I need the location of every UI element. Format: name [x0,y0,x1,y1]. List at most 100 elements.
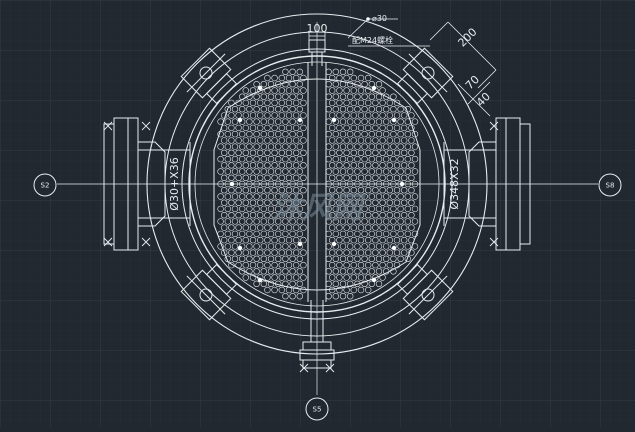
tube-hole [390,193,397,200]
tube-hole [242,112,250,119]
left-nozzle-dimension-text: Ø30+X36 [168,157,181,210]
tube-hole [390,268,397,275]
tube-hole [285,224,293,231]
tube-hole [365,199,372,206]
tube-hole [325,168,332,175]
tube-hole [260,93,267,100]
tube-hole [293,74,300,82]
tube-hole [397,255,404,262]
tube-hole [235,212,242,219]
tube-hole [343,124,350,132]
tube-hole [264,112,271,119]
tube-hole [278,286,285,294]
tube-hole [401,137,408,144]
tube-hole [379,249,386,256]
tube-hole [271,124,278,132]
tube-hole [300,212,307,219]
tube-hole [375,80,383,88]
tube-hole [296,205,303,213]
tube-hole [361,280,368,287]
right-nozzle [443,117,531,251]
tube-hole [278,274,285,281]
tube-hole [217,130,224,138]
tube-hole [228,174,235,182]
tube-hole [275,130,282,138]
tube-hole [246,268,253,275]
tube-hole [224,168,232,175]
tube-hole [347,168,354,175]
tube-hole [365,212,372,219]
tube-hole [365,137,372,144]
tube-hole [365,99,372,107]
tube-hole [271,74,278,82]
tube-hole [404,218,411,225]
tube-hole [278,236,285,244]
tube-hole [411,180,419,188]
tube-hole [264,124,271,132]
tube-hole [354,243,361,250]
tube-hole [278,174,285,182]
tube-hole [293,174,300,182]
tube-hole [372,187,379,194]
tube-hole [361,230,368,238]
tube-hole [242,224,250,231]
tube-hole [325,155,332,163]
tube-hole [401,162,408,169]
tube-hole [296,280,303,287]
tube-hole [386,212,393,219]
tube-hole [278,112,285,119]
tube-hole [275,118,282,125]
tube-hole [300,249,307,256]
tube-hole [325,193,332,200]
lug-bracket-top-left [180,47,238,105]
tube-hole [289,68,296,76]
bubble-left: S2 [33,173,57,197]
tube-hole [282,218,289,225]
tube-hole [224,243,232,250]
tube-hole [242,274,250,281]
tube-hole [325,68,332,76]
tube-hole [300,261,307,269]
tube-hole [393,112,401,119]
tube-hole [332,105,339,113]
tube-hole [224,205,232,213]
tube-hole [293,112,300,119]
tube-hole [300,74,307,82]
tube-hole [329,124,336,132]
tube-hole [325,230,332,238]
tube-hole [231,118,239,125]
tube-hole [354,193,361,200]
tube-hole [271,112,278,119]
tube-hole [347,68,354,76]
tube-hole [404,180,411,188]
tube-hole [300,187,307,194]
tube-hole [336,187,343,194]
tube-hole [275,255,282,262]
tube-hole [228,187,235,194]
tube-hole [275,180,282,188]
tube-hole [325,93,332,100]
tube-hole [390,230,397,238]
tube-hole [267,80,275,88]
tube-hole [285,174,293,182]
tube-hole [300,162,307,169]
tube-hole [354,105,361,113]
tube-hole [325,255,332,262]
tube-hole [257,249,264,256]
tube-hole [368,255,375,262]
tube-hole [271,236,278,244]
tube-hole [347,230,354,238]
tube-hole [390,255,397,262]
tube-hole [350,149,357,157]
tube-hole [397,205,404,213]
tube-hole [332,180,339,188]
tube-hole [393,124,401,132]
tube-hole [275,193,282,200]
tube-hole [329,212,336,219]
tube-hole [347,268,354,275]
tube-hole [253,218,260,225]
tube-hole [239,93,246,100]
tube-hole [249,236,257,244]
weld-marks [103,121,499,373]
bolt-leader [347,18,430,47]
